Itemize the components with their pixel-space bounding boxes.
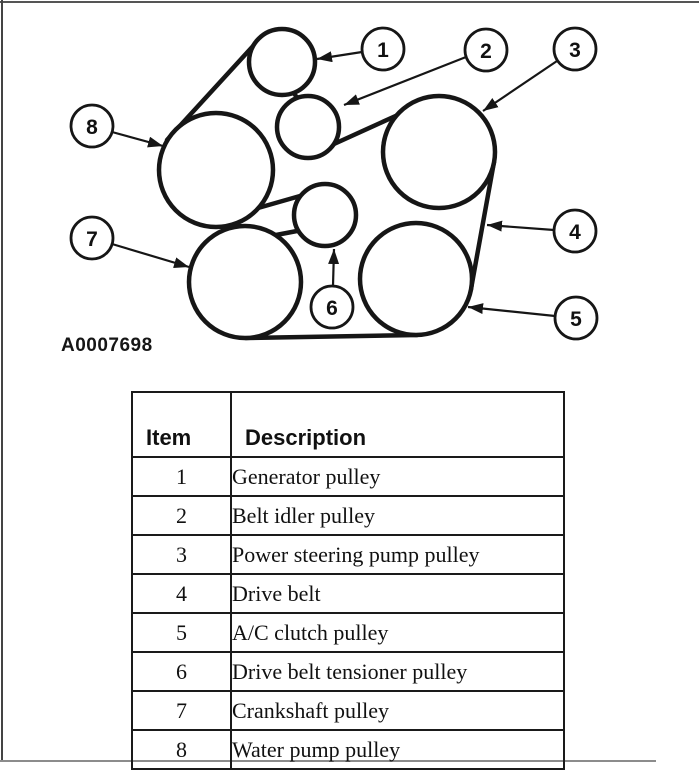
pulley-power-steering-pump <box>380 93 498 211</box>
belt-segment <box>331 111 403 147</box>
pulley-water-pump <box>156 110 276 230</box>
callout-7: 7 <box>69 215 190 269</box>
callout-5-arrow <box>467 303 556 318</box>
callout-3-number: 3 <box>569 39 581 62</box>
callout-3-circle <box>552 26 598 72</box>
table-row: 3 Power steering pump pulley <box>131 534 565 575</box>
item-number-cell: 5 <box>131 612 232 653</box>
callout-7-number: 7 <box>86 228 98 251</box>
callout-4-circle <box>552 208 598 254</box>
callout-4-arrow <box>486 220 555 232</box>
callout-6: 6 <box>309 248 355 330</box>
callout-2-number: 2 <box>480 40 492 63</box>
table-row: 1 Generator pulley <box>131 456 565 497</box>
callout-1: 1 <box>316 26 406 72</box>
callout-1-number: 1 <box>377 39 389 62</box>
item-number-cell: 4 <box>131 573 232 614</box>
item-number-cell: 8 <box>131 729 232 770</box>
pulley-ac-clutch <box>357 220 475 338</box>
callout-3: 3 <box>482 26 598 112</box>
item-number-cell: 6 <box>131 651 232 692</box>
callout-6-number: 6 <box>326 297 338 320</box>
table-header-row: Item Description <box>131 391 565 458</box>
column-header-description: Description <box>230 391 565 458</box>
belt-segment <box>468 159 497 292</box>
table-row: 7 Crankshaft pulley <box>131 690 565 731</box>
description-cell: Generator pulley <box>230 456 565 497</box>
pulley-crankshaft <box>186 223 304 341</box>
item-number-cell: 3 <box>131 534 232 575</box>
callout-8-circle <box>69 103 115 149</box>
table-row: 4 Drive belt <box>131 573 565 614</box>
callout-5-circle <box>553 295 599 341</box>
pulley-tensioner <box>291 181 359 249</box>
belt-segment <box>273 228 300 238</box>
callout-8-number: 8 <box>86 116 98 139</box>
table-row: 8 Water pump pulley <box>131 729 565 770</box>
item-number-cell: 7 <box>131 690 232 731</box>
description-cell: A/C clutch pulley <box>230 612 565 653</box>
belt-segment <box>255 193 303 211</box>
callout-4-number: 4 <box>569 221 581 244</box>
item-number-cell: 1 <box>131 456 232 497</box>
description-cell: Drive belt tensioner pulley <box>230 651 565 692</box>
figure-code-label: A0007698 <box>61 335 153 356</box>
page-top-border <box>0 1 699 3</box>
table-row: 2 Belt idler pulley <box>131 495 565 536</box>
pulley-generator <box>246 26 318 98</box>
belt-segment <box>243 332 420 341</box>
callout-7-arrow <box>111 242 190 269</box>
callout-4: 4 <box>486 208 598 254</box>
callout-1-arrow <box>316 50 363 63</box>
description-cell: Drive belt <box>230 573 565 614</box>
description-cell: Power steering pump pulley <box>230 534 565 575</box>
callout-5-number: 5 <box>570 308 582 331</box>
table-row: 6 Drive belt tensioner pulley <box>131 651 565 692</box>
callout-5: 5 <box>467 295 599 341</box>
table-row: 5 A/C clutch pulley <box>131 612 565 653</box>
description-cell: Belt idler pulley <box>230 495 565 536</box>
callout-7-circle <box>69 215 115 261</box>
callout-2-circle <box>463 27 509 73</box>
callout-6-circle <box>309 284 355 330</box>
callout-8: 8 <box>69 103 164 149</box>
callout-3-arrow <box>482 60 558 112</box>
callout-8-arrow <box>111 130 164 148</box>
callout-6-arrow <box>328 248 340 287</box>
callout-2: 2 <box>343 27 509 107</box>
page-left-border <box>1 0 3 761</box>
callout-1-circle <box>360 26 406 72</box>
pulley-belt-idler <box>274 93 342 161</box>
pulleys <box>156 26 498 341</box>
belt-routing-diagram: 1 2 3 4 5 6 7 8 A0007698 <box>61 26 599 356</box>
item-number-cell: 2 <box>131 495 232 536</box>
description-cell: Water pump pulley <box>230 729 565 770</box>
callout-2-arrow <box>343 55 467 107</box>
legend-table: Item Description 1 Generator pulley 2 Be… <box>131 391 565 770</box>
column-header-item: Item <box>131 391 232 458</box>
description-cell: Crankshaft pulley <box>230 690 565 731</box>
